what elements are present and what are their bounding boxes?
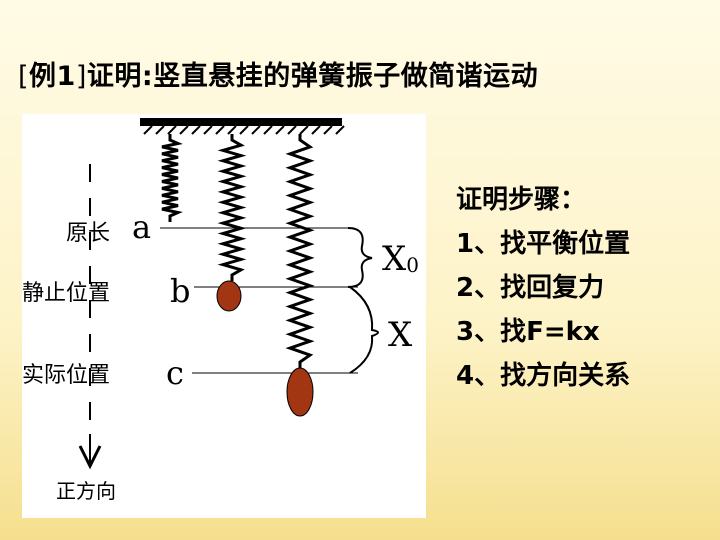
proof-step: 4、找方向关系 bbox=[456, 361, 631, 391]
proof-step: 1、找平衡位置 bbox=[456, 229, 631, 259]
title-text: 证明:竖直悬挂的弹簧振子做简谐运动 bbox=[86, 61, 539, 92]
proof-step: 2、找回复力 bbox=[456, 273, 605, 303]
direction-label: 正方向 bbox=[56, 479, 116, 503]
position-label-natural: 原长 bbox=[66, 221, 110, 246]
position-letter-c: c bbox=[166, 354, 184, 392]
spring-diagram-svg: X0 X 原长 a 静止位置 b 实际位置 c 正方向 bbox=[22, 118, 419, 503]
brace-x bbox=[349, 286, 379, 374]
mass-actual bbox=[286, 367, 314, 417]
title-bracket-open: [ bbox=[18, 61, 30, 92]
brace-x0 bbox=[347, 227, 373, 288]
direction-arrow-icon bbox=[78, 445, 102, 470]
ceiling-support bbox=[140, 118, 345, 135]
spring-natural-length bbox=[161, 134, 183, 222]
spring-actual-position bbox=[285, 134, 315, 368]
x-label: X bbox=[388, 315, 413, 355]
spring-diagram: X0 X 原长 a 静止位置 b 实际位置 c 正方向 bbox=[22, 114, 426, 518]
proof-step: 3、找F=kx bbox=[456, 317, 600, 347]
spring-static-equilibrium bbox=[217, 134, 247, 281]
title-bracket-close: ] bbox=[75, 61, 87, 92]
x0-label: X0 bbox=[382, 239, 419, 279]
title-example-label: 例1 bbox=[29, 61, 76, 92]
position-letter-a: a bbox=[132, 208, 151, 246]
proof-steps-heading: 证明步骤： bbox=[456, 185, 587, 215]
mass-static bbox=[216, 280, 242, 312]
position-label-static: 静止位置 bbox=[22, 281, 110, 306]
position-letter-b: b bbox=[170, 272, 190, 310]
slide-title: [例1]证明:竖直悬挂的弹簧振子做简谐运动 bbox=[18, 54, 718, 94]
proof-steps: 证明步骤： 1、找平衡位置 2、找回复力 3、找F=kx 4、找方向关系 bbox=[456, 178, 716, 398]
position-label-actual: 实际位置 bbox=[22, 363, 110, 388]
